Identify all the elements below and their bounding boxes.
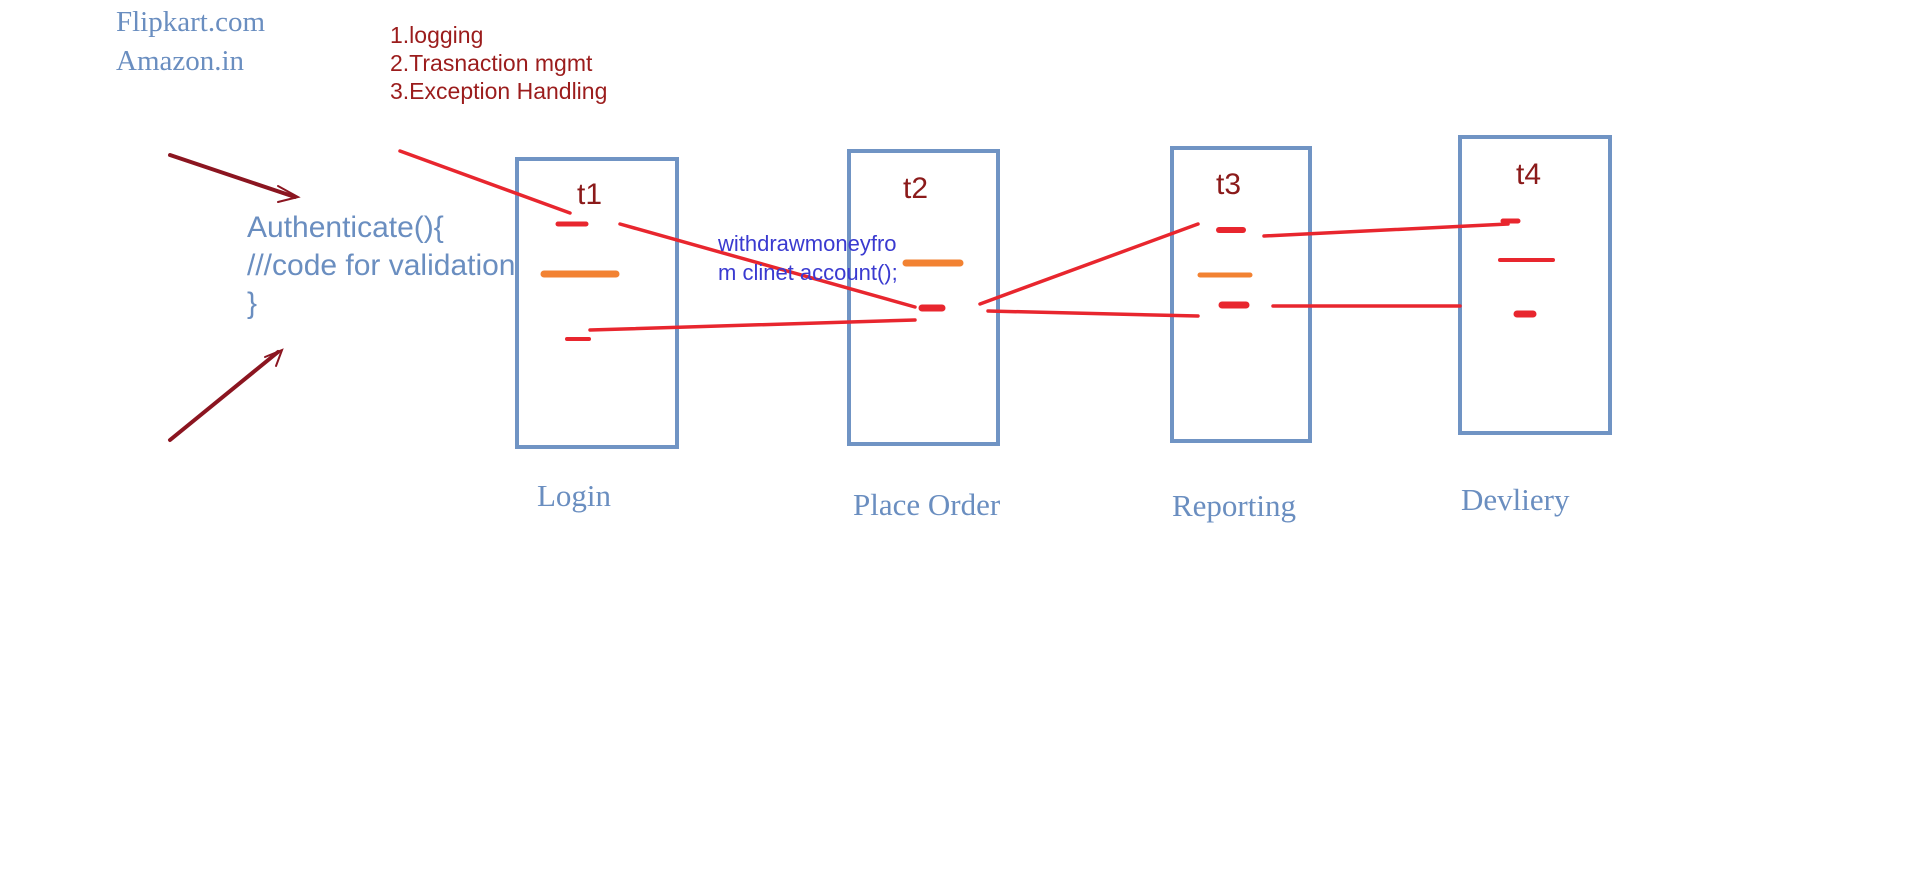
concern-transaction: 2.Trasnaction mgmt [390, 50, 593, 76]
concern-exception: 3.Exception Handling [390, 78, 608, 104]
note-line-1: withdrawmoneyfro [718, 231, 897, 256]
thread-box-t1 [515, 157, 679, 449]
stage-place-order: Place Order [853, 487, 1001, 522]
arrow-bottom [168, 348, 284, 442]
stage-reporting: Reporting [1172, 488, 1296, 523]
thread-label-t1: t1 [577, 178, 603, 211]
note-line-2: m clinet account(); [718, 260, 898, 285]
method-dashes-orange [540, 259, 1253, 278]
stage-login: Login [537, 478, 612, 513]
code-line-3: } [247, 287, 258, 320]
code-line-2: ///code for validation [247, 249, 516, 282]
site-amazon: Amazon.in [116, 45, 245, 77]
stage-delivery: Devliery [1461, 482, 1570, 517]
thread-label-t2: t2 [903, 172, 929, 205]
site-flipkart: Flipkart.com [116, 6, 266, 38]
thread-label-t3: t3 [1216, 168, 1242, 201]
method-dashes-red [555, 218, 1555, 341]
thread-box-t4 [1458, 135, 1612, 435]
arrow-top [168, 153, 301, 203]
thread-label-t4: t4 [1516, 158, 1542, 191]
concern-logging: 1.logging [390, 22, 484, 48]
thread-box-t3 [1170, 146, 1312, 443]
code-line-1: Authenticate(){ [247, 211, 444, 244]
cross-cutting-lines [398, 149, 1510, 332]
